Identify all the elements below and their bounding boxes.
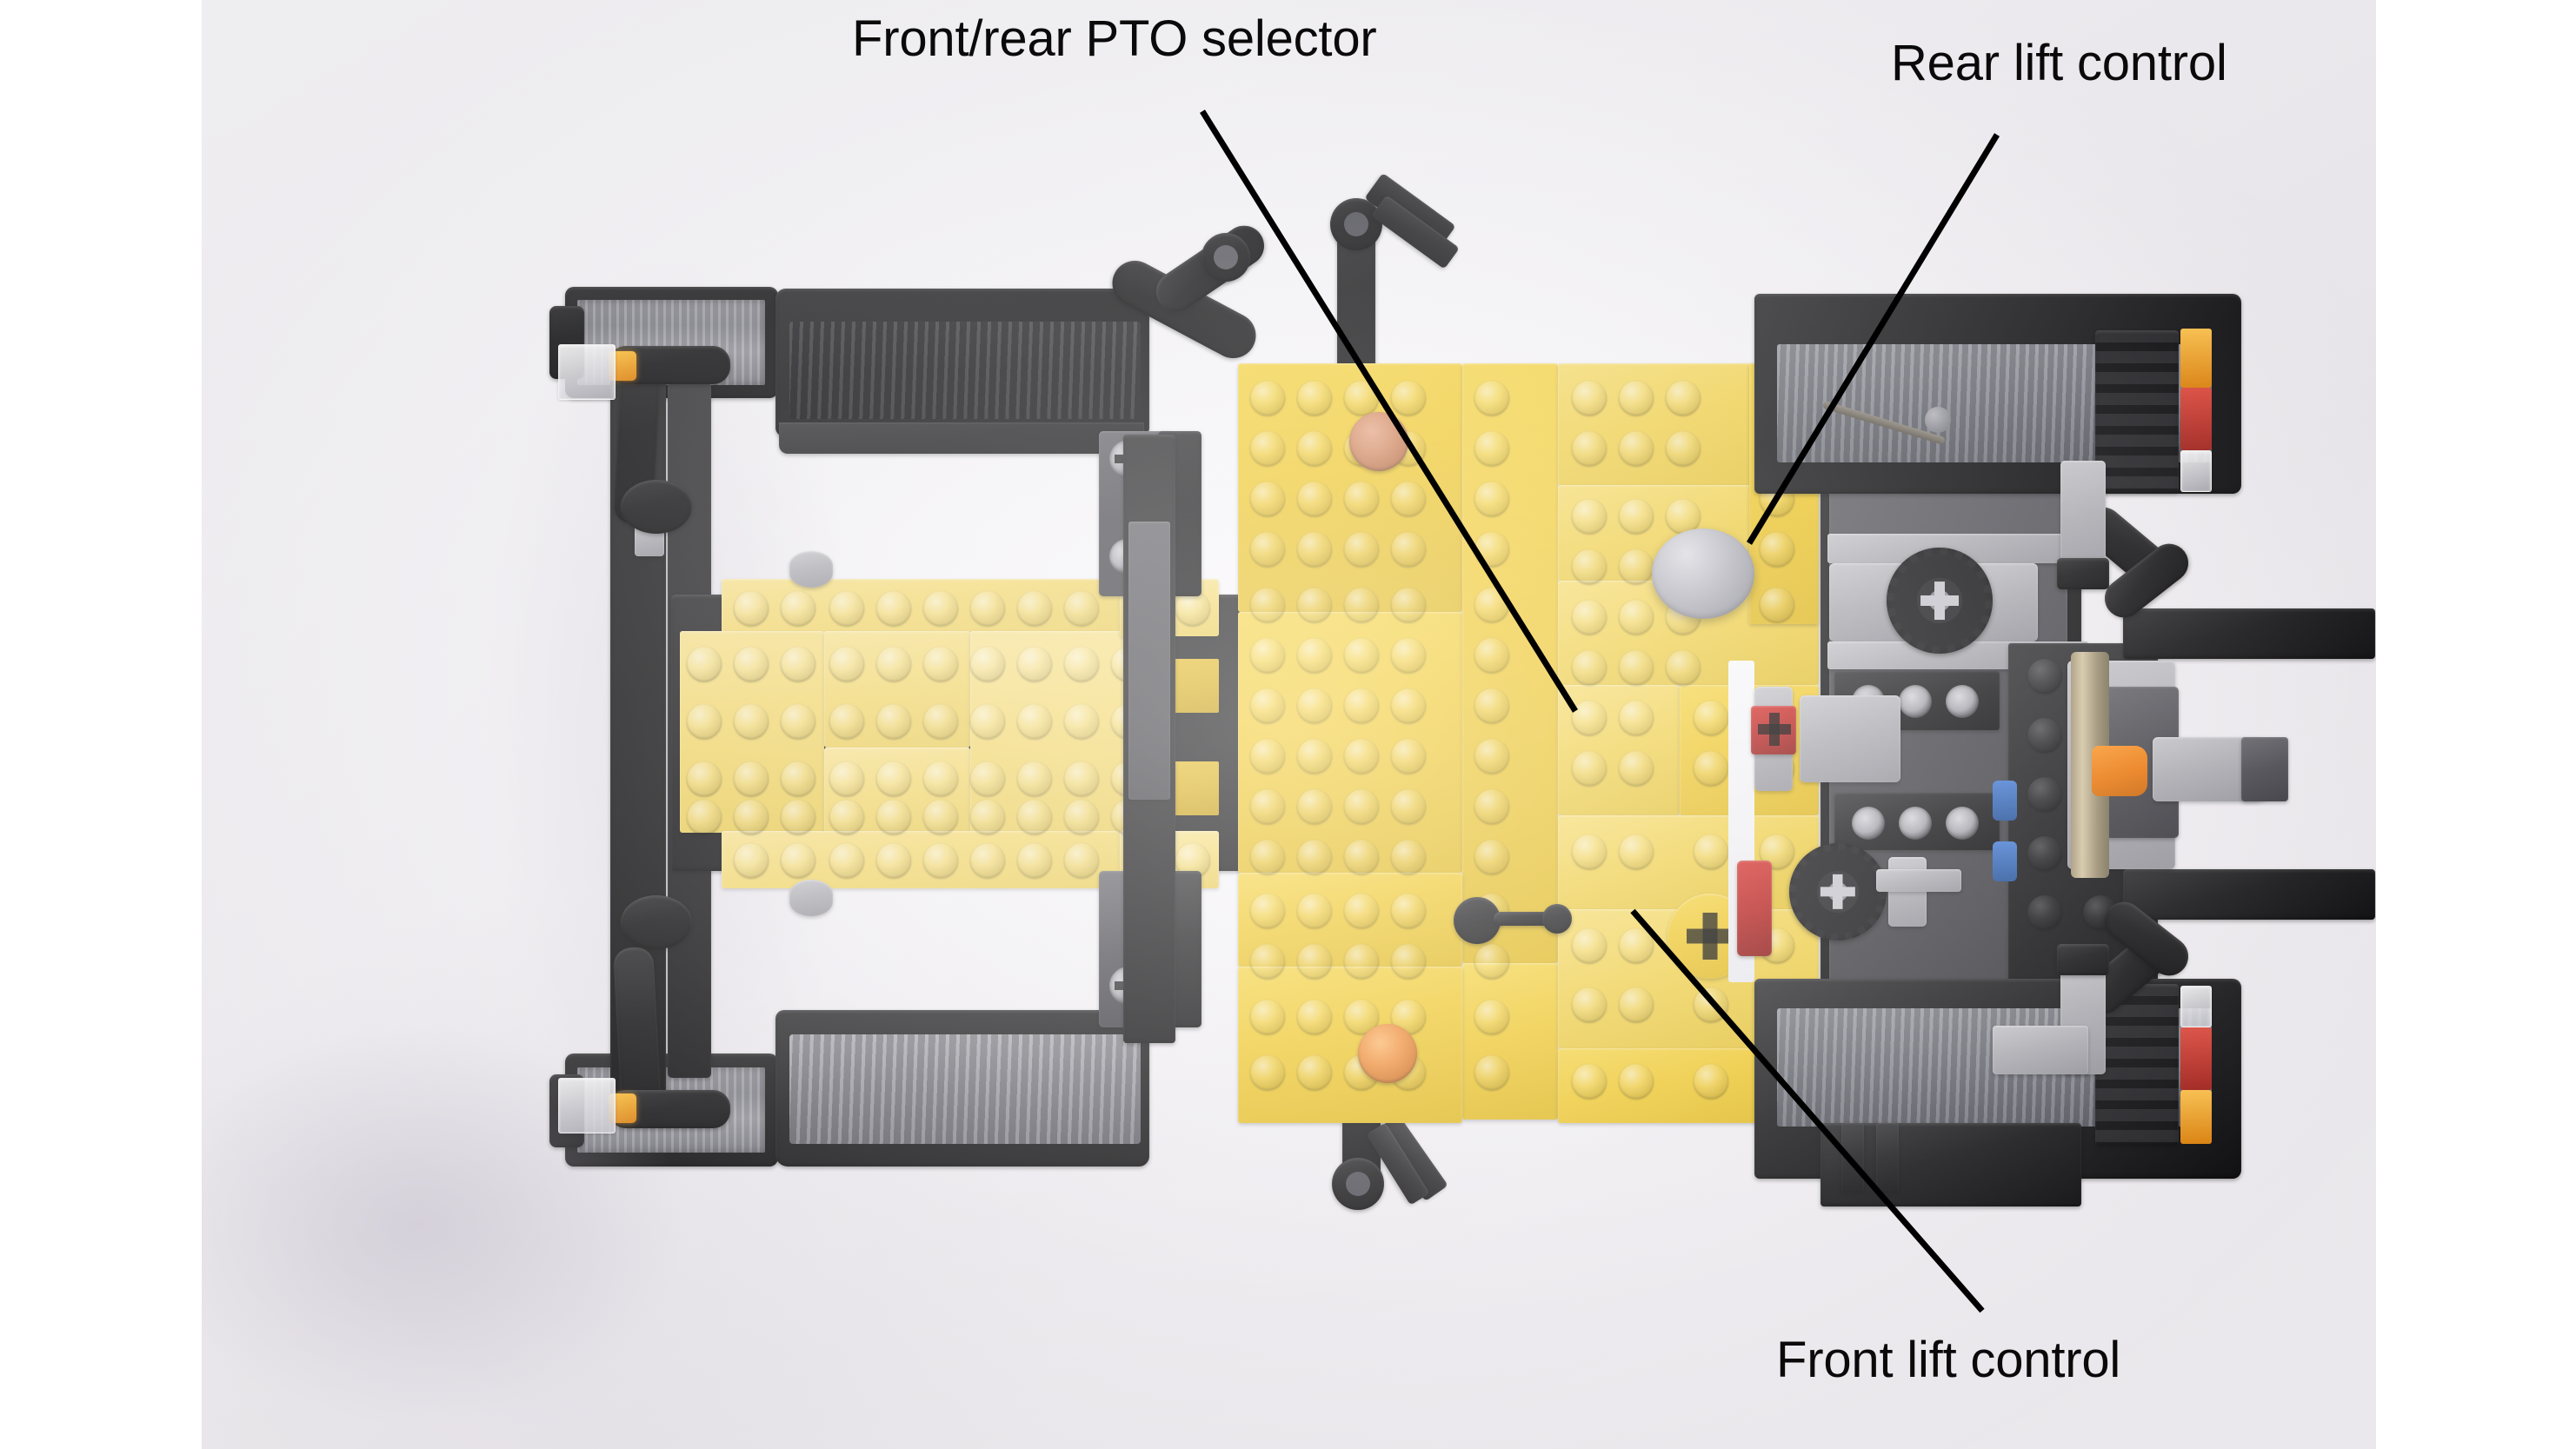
front-right-wheel-lower-tread [789,1034,1141,1144]
lego-tractor-photo [202,0,2376,1449]
black-gear-upper [1887,548,1993,654]
cab-plate-bottom-mid [1462,963,1558,1120]
mech-pinhole-u3 [1946,685,1979,718]
gearstick-lever-shaft [1494,912,1551,926]
taillight-rear-right-clear [2180,986,2212,1027]
blue-pin-lower [1993,841,2017,881]
rear-upright-collar-u [2057,558,2109,589]
taillight-rear-right-amber [2180,1090,2212,1144]
gearstick-lever-ball [1454,897,1501,944]
taillight-rear-left-amber [2180,329,2212,388]
callout-front-lift-control: Front lift control [1776,1332,2121,1388]
front-axle-plate-upper [621,480,692,534]
mech-pinhole-l3 [1946,807,1979,840]
rear-upright-collar-l [2057,944,2109,975]
hood-knob-top [789,551,833,588]
taillight-rear-right-red [2180,1027,2212,1090]
mech-pinhole-u2 [1899,685,1932,718]
taillight-rear-left-clear [2180,450,2212,492]
cab-right-bracket [1993,1026,2088,1074]
red-cross-axle-hole [1758,713,1791,746]
front-axle-plate-lower [621,895,692,949]
front-right-fender-tread [789,322,1141,419]
exhaust-pipe-rear-bore [1346,1172,1370,1196]
chassis-spine-plate [1128,522,1170,800]
orange-pto-knob [2092,746,2147,796]
cab-plate-bottom-strip [1238,967,1462,1123]
mech-grey-cylinder [1800,695,1900,782]
hitch-arm-lower [2123,869,2375,920]
callout-pto-selector: Front/rear PTO selector [852,10,1377,67]
gearstick-lever-tip [1542,904,1572,934]
hood-side-tile-lower [1168,761,1219,815]
mech-pinhole-l1 [1852,807,1885,840]
mech-pinhole-l2 [1899,807,1932,840]
hitch-arm-upper [2123,608,2375,659]
front-left-clear-plate [558,344,616,400]
rear-left-wheel-lugs [2095,330,2179,492]
front-right-fender-lip [779,422,1144,454]
hood-knob-bottom [789,880,833,916]
surface-shadow-bottom-left [202,1026,689,1426]
mech-axle-shaft-lower [1876,869,1961,892]
taillight-rear-left-red [2180,388,2212,450]
blue-pin-upper [1993,781,2017,821]
orange-round-stud-lower [1358,1024,1417,1083]
pto-shaft-cap [2241,737,2288,801]
callout-rear-lift-control: Rear lift control [1891,35,2227,91]
grey-dome-knob [1652,528,1754,619]
